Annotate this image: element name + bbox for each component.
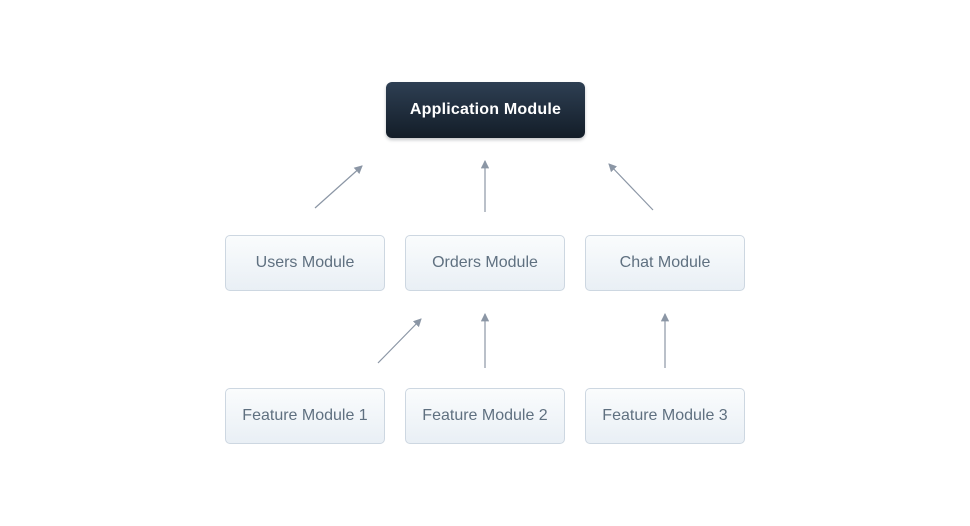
feature-module-2-label: Feature Module 2: [422, 407, 548, 424]
edge-chat-module-to-application-module: [608, 163, 654, 211]
users-module-label: Users Module: [255, 254, 355, 271]
node-application-module: Application Module: [386, 82, 585, 138]
node-chat-module: Chat Module: [585, 235, 745, 291]
node-feature-module-1: Feature Module 1: [225, 388, 385, 444]
edge-users-module-to-application-module: [314, 165, 363, 209]
feature-module-3-label: Feature Module 3: [602, 407, 728, 424]
node-feature-module-3: Feature Module 3: [585, 388, 745, 444]
node-orders-module: Orders Module: [405, 235, 565, 291]
feature-module-1-label: Feature Module 1: [242, 407, 368, 424]
node-feature-module-2: Feature Module 2: [405, 388, 565, 444]
application-module-label: Application Module: [409, 101, 562, 118]
node-users-module: Users Module: [225, 235, 385, 291]
edge-feature-module-1-to-orders-module: [377, 318, 422, 364]
orders-module-label: Orders Module: [432, 254, 538, 271]
chat-module-label: Chat Module: [619, 254, 711, 271]
